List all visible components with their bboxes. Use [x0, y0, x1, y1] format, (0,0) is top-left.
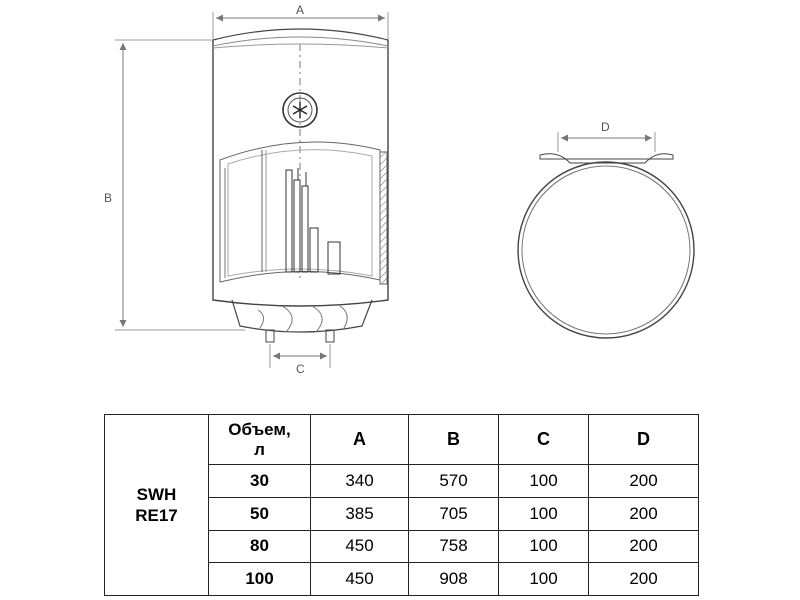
value-c-cell: 100 [498, 529, 589, 564]
value-d-cell: 200 [588, 529, 699, 564]
value-b-cell: 705 [408, 496, 499, 531]
volume-cell: 80 [208, 529, 311, 564]
value-b-cell: 908 [408, 562, 499, 596]
value-a-cell: 385 [310, 496, 409, 531]
model-line-2: RE17 [135, 506, 178, 525]
value-a-cell: 450 [310, 529, 409, 564]
model-line-1: SWH [136, 485, 177, 504]
spec-table: SWH RE17 Объем, л A B C D 30 340 570 100… [104, 414, 699, 596]
value-a-cell: 450 [310, 562, 409, 596]
header-a: A [310, 414, 409, 465]
volume-cell: 30 [208, 464, 311, 498]
table-header-row: SWH RE17 Объем, л A B C D [104, 414, 699, 596]
header-b: B [408, 414, 499, 465]
table-row: 80 450 758 100 200 [105, 529, 699, 564]
dimension-label-b: B [104, 191, 112, 205]
table-row: 100 450 908 100 200 [105, 562, 699, 596]
dimension-label-d: D [601, 120, 610, 134]
value-d-cell: 200 [588, 562, 699, 596]
value-b-cell: 570 [408, 464, 499, 498]
value-c-cell: 100 [498, 496, 589, 531]
header-c: C [498, 414, 589, 465]
volume-cell: 50 [208, 496, 311, 531]
header-volume: Объем, л [208, 414, 311, 465]
top-view [517, 132, 695, 339]
value-d-cell: 200 [588, 464, 699, 498]
value-d-cell: 200 [588, 496, 699, 531]
volume-cell: 100 [208, 562, 311, 596]
value-c-cell: 100 [498, 464, 589, 498]
dimension-label-c: C [296, 362, 305, 376]
value-a-cell: 340 [310, 464, 409, 498]
model-cell: SWH RE17 [104, 414, 209, 596]
front-view [115, 12, 389, 368]
water-heater-drawing: A B C D [104, 3, 695, 376]
value-c-cell: 100 [498, 562, 589, 596]
header-d: D [588, 414, 699, 465]
table-row: 50 385 705 100 200 [105, 496, 699, 531]
dimension-label-a: A [296, 3, 304, 17]
value-b-cell: 758 [408, 529, 499, 564]
